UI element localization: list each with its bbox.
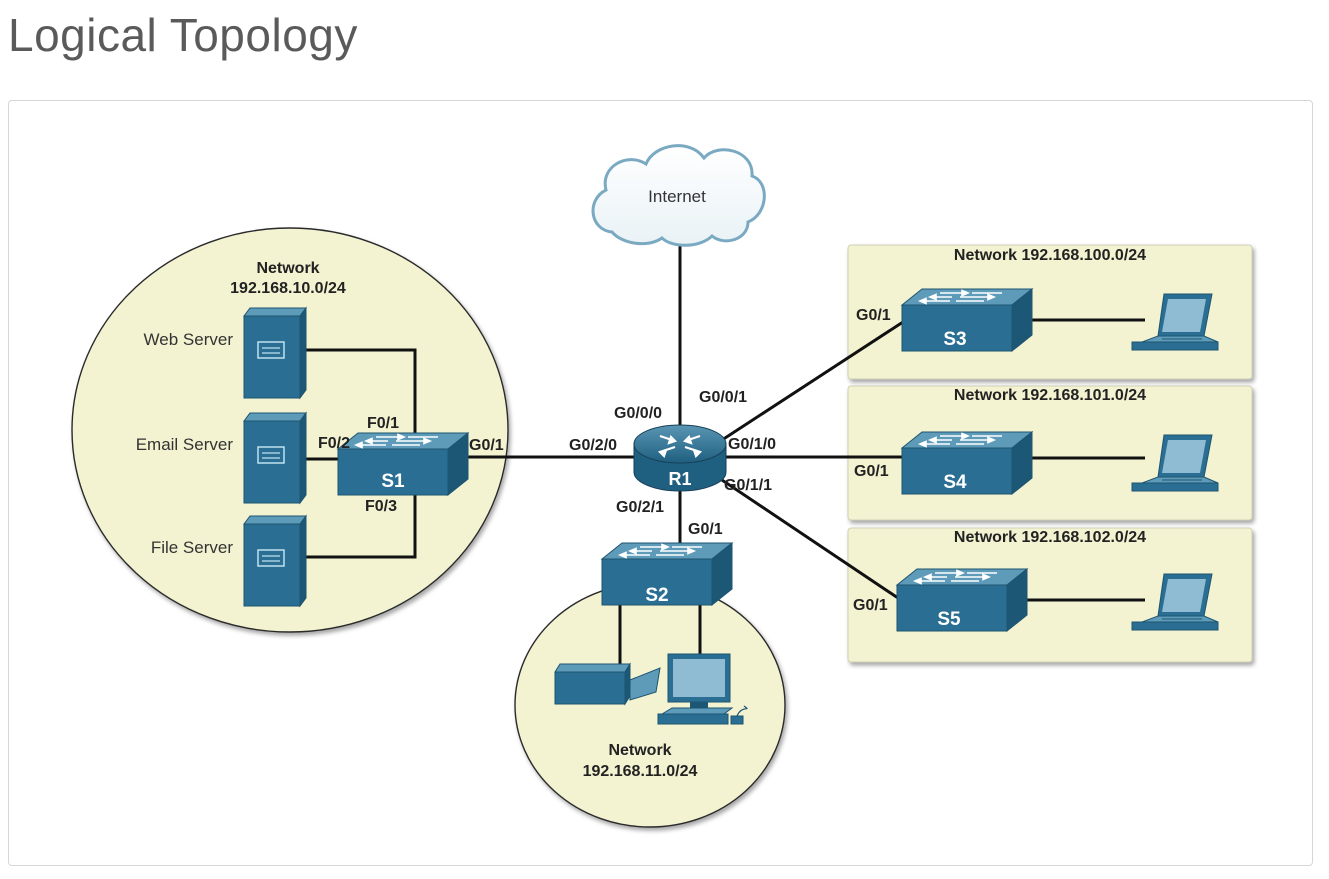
page-title: Logical Topology (8, 9, 358, 61)
link-r1-s5 (715, 474, 899, 600)
port-label-s1-f03: F0/3 (365, 498, 397, 515)
network-192-168-100-label: Network 192.168.100.0/24 (954, 247, 1146, 264)
printer-icon (554, 662, 661, 706)
network-192-168-10-title: Network (256, 260, 319, 277)
switch-s5-icon (896, 568, 1028, 632)
port-label-s1-f02: F0/2 (318, 435, 350, 452)
link-file-s1 (306, 493, 417, 559)
port-label-s3-g01: G0/1 (856, 307, 891, 324)
internet-cloud-icon (591, 144, 766, 247)
port-label-s1-g01: G0/1 (469, 437, 504, 454)
port-label-s2-g01: G0/1 (688, 521, 723, 538)
desktop-pc-icon (657, 653, 748, 725)
email-server-label: Email Server (136, 435, 234, 454)
port-label-s5-g01: G0/1 (853, 597, 888, 614)
switch-s4-icon (901, 431, 1033, 495)
network-192-168-10-subnet: 192.168.10.0/24 (230, 280, 346, 297)
network-192-168-101-label: Network 192.168.101.0/24 (954, 387, 1146, 404)
network-192-168-102-label: Network 192.168.102.0/24 (954, 529, 1146, 546)
network-192-168-11-title: Network (608, 742, 671, 759)
switch-s1-label: S1 (381, 471, 405, 492)
email-server-icon (243, 412, 307, 504)
port-label-s4-g01: G0/1 (854, 463, 889, 480)
link-r1-s3 (721, 320, 904, 442)
port-label-r1-g010: G0/1/0 (728, 436, 776, 453)
web-server-icon (243, 307, 307, 399)
file-server-icon (243, 515, 307, 607)
network-192-168-11-subnet: 192.168.11.0/24 (583, 763, 698, 780)
port-label-s1-f01: F0/1 (367, 415, 399, 432)
file-server-label: File Server (151, 538, 234, 557)
switch-s3-icon (901, 288, 1033, 352)
switch-s4-label: S4 (943, 472, 967, 493)
port-label-r1-g001: G0/0/1 (699, 389, 747, 406)
port-label-r1-g011: G0/1/1 (724, 477, 772, 494)
router-icon (633, 424, 727, 492)
switch-s2-label: S2 (645, 585, 668, 606)
switch-s3-label: S3 (943, 329, 966, 350)
web-server-label: Web Server (144, 330, 234, 349)
port-label-r1-g020: G0/2/0 (569, 437, 617, 454)
internet-label: Internet (648, 187, 706, 206)
link-web-s1 (306, 348, 417, 436)
router-name: R1 (668, 469, 691, 489)
port-label-r1-g000: G0/0/0 (614, 405, 662, 422)
port-label-r1-g021: G0/2/1 (616, 499, 664, 516)
switch-s5-label: S5 (937, 609, 961, 630)
network-area-192-168-11 (514, 582, 786, 828)
